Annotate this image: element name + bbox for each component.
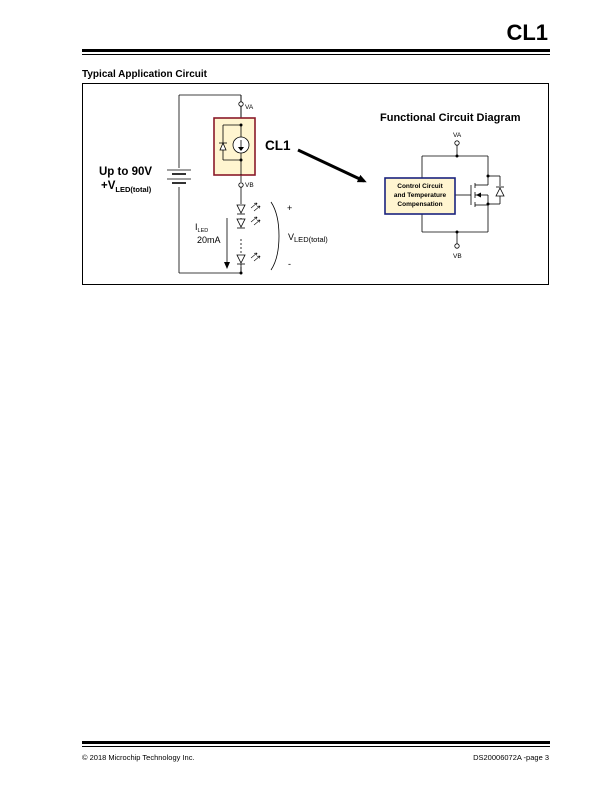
current-source-arrow-icon xyxy=(238,147,244,151)
control-block-line2: and Temperature xyxy=(394,192,447,199)
led-n-icon xyxy=(236,252,261,265)
functional-vb-marker xyxy=(454,243,460,249)
led-1-icon xyxy=(236,202,261,215)
control-block-line3: Compensation xyxy=(397,201,442,208)
pointer-arrow-icon xyxy=(297,148,367,183)
header-rule-thin xyxy=(82,54,550,55)
mosfet-icon xyxy=(470,176,489,207)
va-pin-label: VA xyxy=(245,104,254,111)
vb-pin-marker xyxy=(238,182,244,188)
functional-va-label: VA xyxy=(453,132,462,139)
footer-copyright: © 2018 Microchip Technology Inc. xyxy=(82,753,195,762)
supply-voltage-label: Up to 90V xyxy=(99,166,152,178)
vled-minus: - xyxy=(288,259,291,269)
vled-bracket xyxy=(270,201,280,271)
footer-doc-ref: DS20006072A -page 3 xyxy=(473,753,549,762)
vled-plus: + xyxy=(287,203,292,213)
functional-vb-label: VB xyxy=(453,253,462,260)
control-circuit-block xyxy=(384,177,456,215)
led-2-icon xyxy=(236,216,261,229)
footer-rule-thick xyxy=(82,741,550,744)
current-value: 20mA xyxy=(197,235,221,245)
functional-diode-icon xyxy=(495,187,505,197)
current-label: ILED xyxy=(195,222,208,234)
va-pin-marker xyxy=(238,101,244,107)
supply-vled-label: +VLED(total) xyxy=(101,180,152,194)
functional-va-marker xyxy=(454,140,460,146)
cl1-device-label: CL1 xyxy=(265,138,291,153)
application-circuit-figure: Up to 90V +VLED(total) VA VB CL1 xyxy=(82,83,549,285)
header-rule-thick xyxy=(82,49,550,52)
battery-symbol xyxy=(167,169,191,184)
control-block-line1: Control Circuit xyxy=(397,183,443,190)
functional-diagram-title: Functional Circuit Diagram xyxy=(380,112,521,124)
vled-label: VLED(total) xyxy=(288,232,328,244)
vb-pin-label: VB xyxy=(245,182,254,189)
footer-rule-thin xyxy=(82,746,550,747)
functional-wiring xyxy=(421,145,501,244)
body-diode-icon xyxy=(219,141,227,151)
circuit-diagram: Up to 90V +VLED(total) VA VB CL1 xyxy=(99,94,521,275)
section-title: Typical Application Circuit xyxy=(82,69,208,80)
page-header-title: CL1 xyxy=(506,20,548,45)
